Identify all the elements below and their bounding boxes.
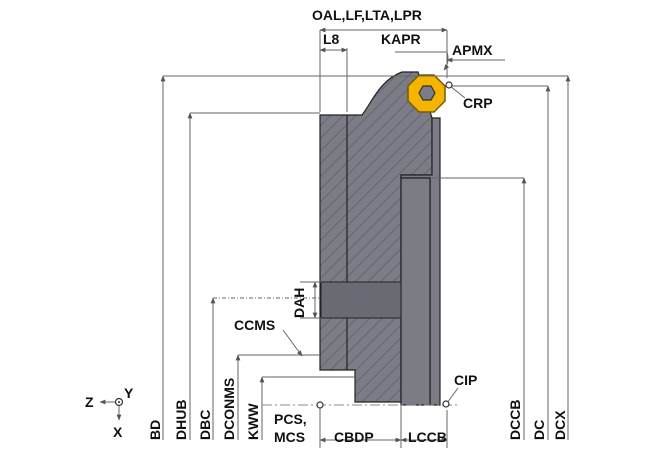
shoulder-section	[400, 177, 431, 406]
label-bd: BD	[147, 420, 163, 440]
label-cbdp: CBDP	[334, 429, 374, 445]
label-dconms: DCONMS	[221, 378, 237, 440]
label-kww: KWW	[245, 403, 261, 440]
label-cip: CIP	[454, 372, 477, 388]
insert	[407, 74, 446, 113]
axis-triad-icon	[99, 397, 124, 421]
label-dhub: DHUB	[173, 400, 189, 440]
crp-point	[445, 81, 453, 89]
label-l8: L8	[323, 31, 340, 47]
label-ccms: CCMS	[234, 317, 275, 333]
label-kapr: KAPR	[381, 31, 421, 47]
label-crp: CRP	[463, 95, 493, 111]
label-dcx: DCX	[552, 410, 568, 440]
label-axis-x: X	[113, 424, 123, 440]
dimension-lines	[160, 27, 571, 448]
cutter-body	[319, 71, 441, 406]
label-axis-y: Y	[124, 385, 134, 401]
label-axis-z: Z	[85, 394, 94, 410]
cip-point	[442, 400, 450, 408]
label-dbc: DBC	[197, 410, 213, 440]
label-apmx: APMX	[452, 42, 493, 58]
label-dccb: DCCB	[507, 400, 523, 440]
label-dah: DAH	[291, 288, 307, 318]
body-section	[319, 71, 433, 403]
label-oal: OAL,LF,LTA,LPR	[312, 7, 422, 23]
label-lccb: LCCB	[408, 429, 447, 445]
insert-center-hole	[418, 85, 436, 101]
pcs-point	[316, 401, 324, 409]
bore	[320, 281, 402, 319]
label-pcs: PCS,	[274, 411, 307, 427]
label-mcs: MCS	[274, 429, 305, 445]
labels: OAL,LF,LTA,LPR L8 KAPR APMX CRP CCMS CIP…	[85, 7, 568, 445]
label-dc: DC	[531, 420, 547, 440]
